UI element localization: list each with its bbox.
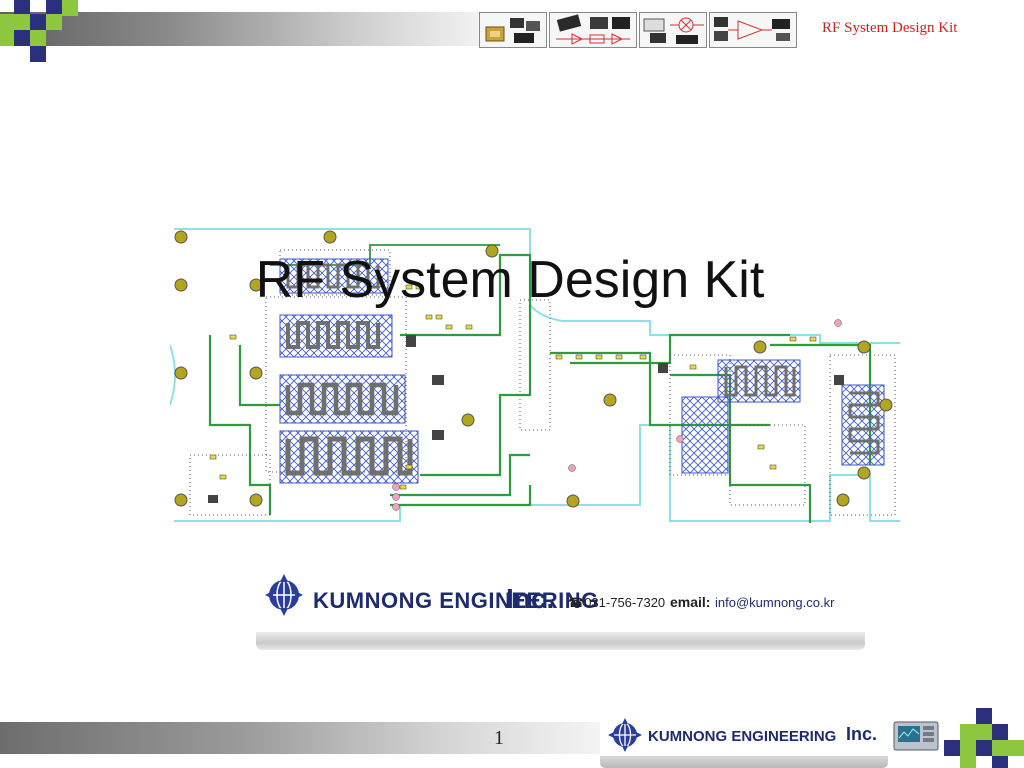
instrument-icon [893, 721, 939, 751]
header-title: RF System Design Kit [822, 20, 958, 36]
footer-logo-shadow [600, 756, 888, 768]
company-name: KUMNONG ENGINEERING [313, 588, 599, 613]
company-banner: KUMNONG ENGINEERING Inc. ☎031-756-7320 e… [256, 562, 865, 632]
email-address[interactable]: info@kumnong.co.kr [715, 595, 835, 610]
company-phone: ☎031-756-7320 [568, 595, 666, 610]
email-label: email: [670, 594, 711, 610]
chip-package-thumb [479, 12, 547, 48]
amplifier-module-thumb [709, 12, 797, 48]
header-squares-logo [0, 0, 80, 62]
company-globe-logo [265, 574, 303, 616]
banner-shadow [256, 632, 865, 650]
footer-company-logo: KUMNONG ENGINEERING Inc. [600, 712, 890, 756]
header-gradient-bar [0, 12, 480, 46]
footer-company-name: KUMNONG ENGINEERING [648, 728, 837, 745]
page-number: 1 [494, 727, 504, 749]
footer-globe-icon [608, 718, 642, 752]
ic-chips-thumb [549, 12, 637, 48]
footer-company-inc: Inc. [846, 724, 878, 744]
footer-gradient-bar [0, 722, 600, 754]
footer-squares-logo [944, 706, 1024, 768]
mixer-module-thumb [639, 12, 707, 48]
slide-title: RF System Design Kit [255, 251, 765, 309]
company-inc: Inc. [506, 583, 555, 614]
header-thumbnails [479, 12, 797, 48]
pcb-layout-image [170, 225, 900, 523]
